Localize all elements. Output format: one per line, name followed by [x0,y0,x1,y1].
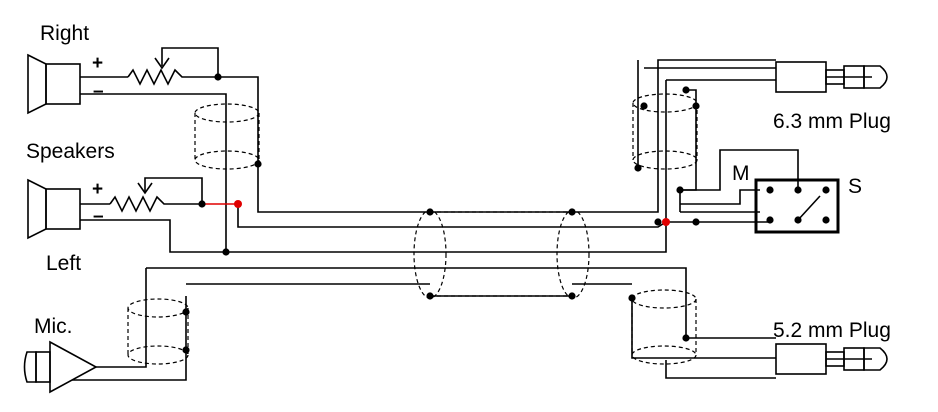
main-signal-wire-a [430,59,776,213]
label-switch-m: M [732,162,750,185]
label-plug-6-3mm: 6.3 mm Plug [773,110,891,133]
label-plug-5-2mm: 5.2 mm Plug [773,319,891,342]
label-switch-s: S [848,175,862,198]
right-signal-wire [218,76,430,213]
left-wiper-wire [144,177,203,204]
mic-output-wire [96,350,147,368]
left-potentiometer-icon [109,195,170,213]
right-wiper-wire [161,47,219,77]
mic-cable-outer-wire [146,267,687,338]
switch-icon [754,178,840,234]
common-ground-wire [226,222,667,253]
speaker-cable-shield-left [194,103,260,170]
label-mic: Mic. [34,315,73,338]
highlight-junction-dots [234,200,670,226]
right-speaker-icon [27,53,81,115]
left-plus-sign: + [92,179,103,200]
junction-dots [182,73,830,354]
plug-6-3mm-icon [775,61,888,93]
switch-m-wire [680,149,799,191]
left-signal-wire [237,204,667,228]
right-plus-sign: + [92,53,103,74]
mic-cable-shield [127,298,189,365]
plug-cable-shield-bottom [631,289,697,365]
label-right: Right [40,22,89,45]
left-minus-wire [80,219,226,253]
plug-5-2mm-icon [775,343,888,375]
plug-ring-wire [665,79,776,222]
label-left: Left [46,252,81,275]
right-minus-wire [80,93,227,252]
mic-ground-wire [72,350,187,381]
left-wiper-arrow-icon [137,182,153,195]
right-potentiometer-icon [127,68,186,86]
label-speakers: Speakers [26,140,115,163]
left-speaker-icon [27,178,81,240]
left-minus-sign: – [93,206,104,227]
right-wiper-arrow-icon [154,57,170,70]
microphone-icon [23,340,98,394]
right-minus-sign: – [93,81,104,102]
mic-to-plug-wire [631,298,776,359]
